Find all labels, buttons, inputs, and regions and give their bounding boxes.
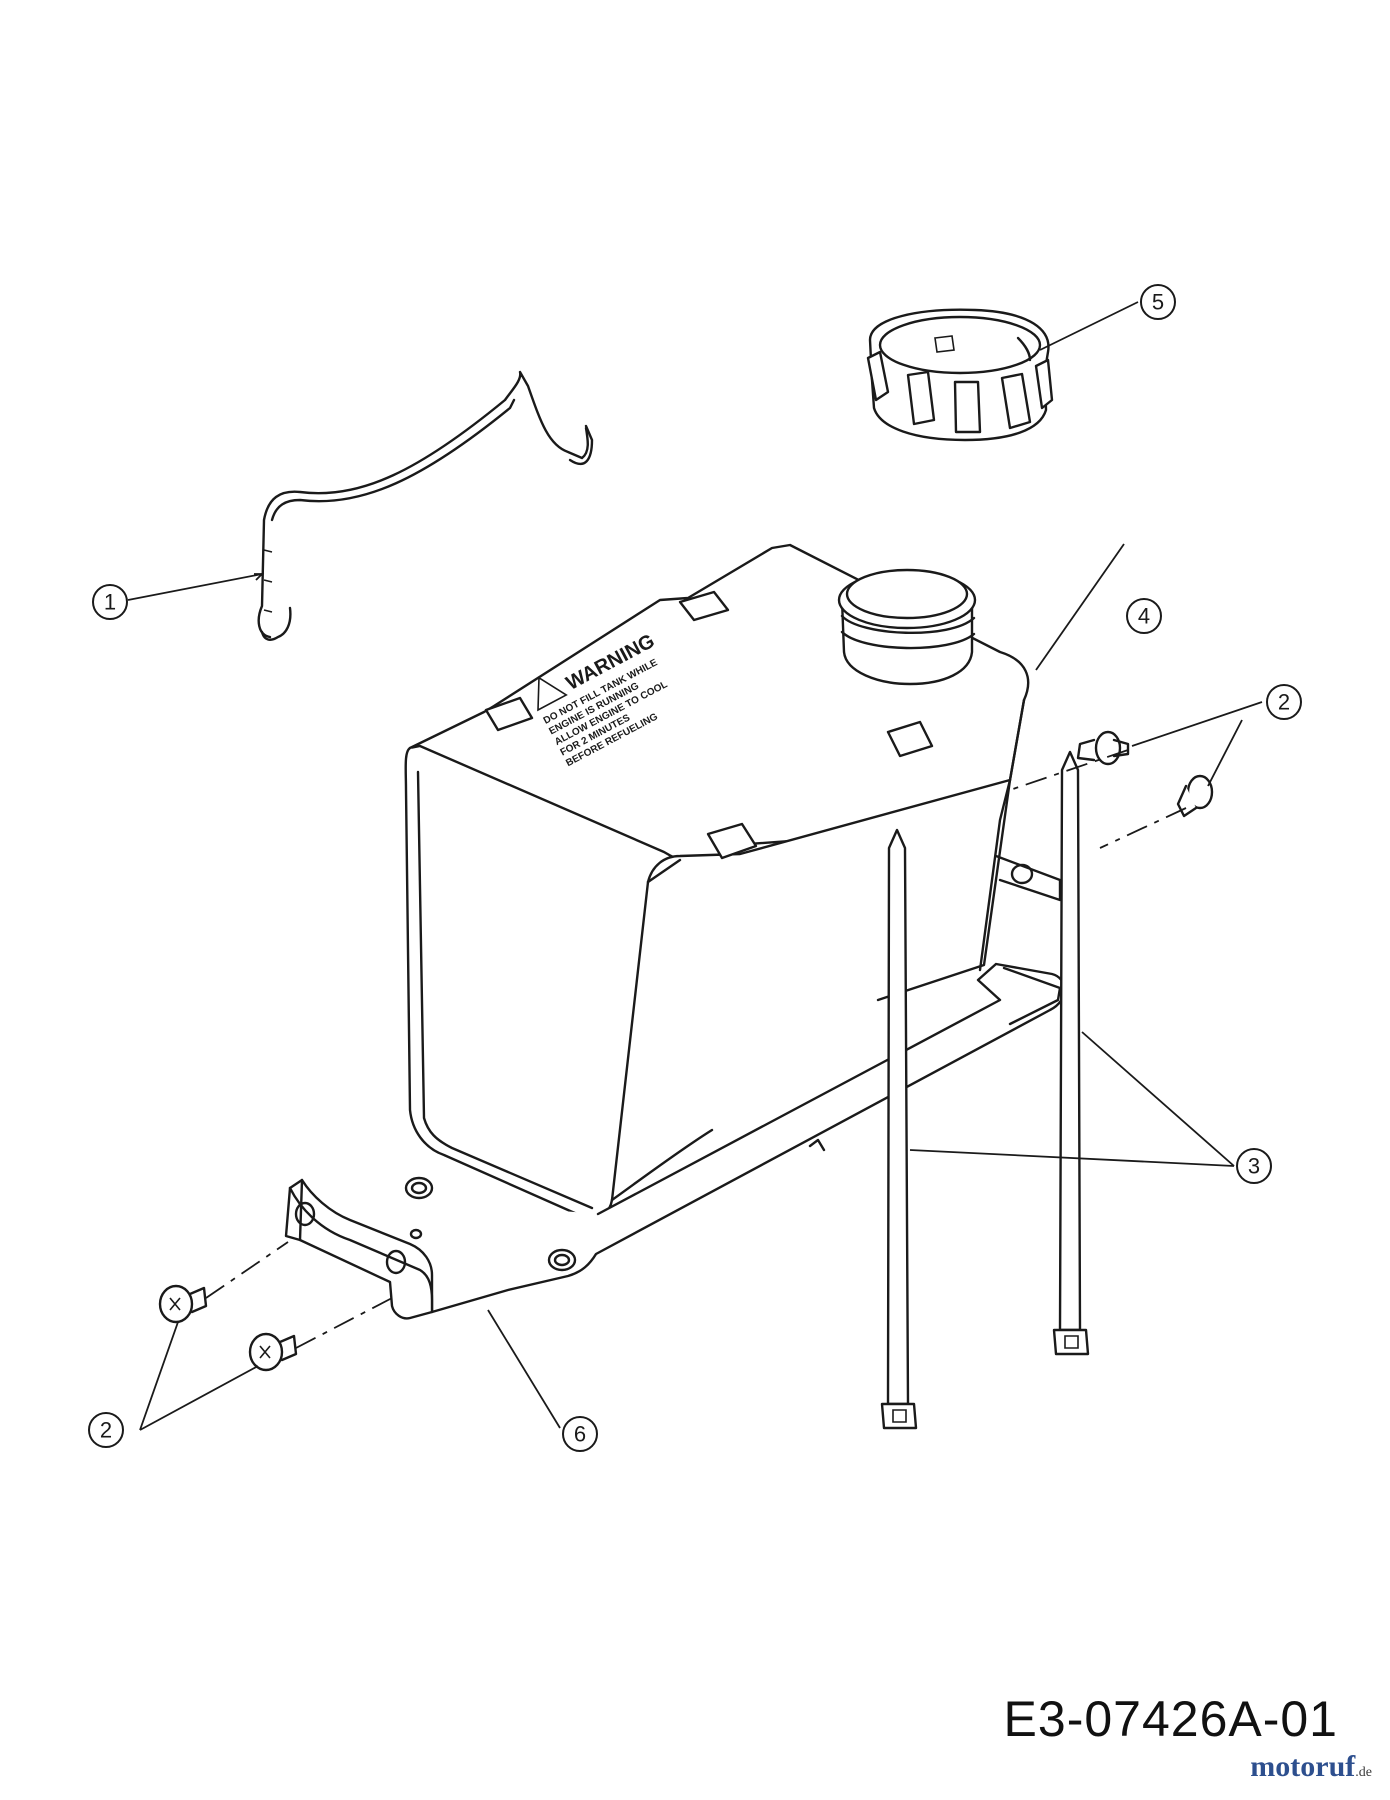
watermark-logo: motoruf.de (1250, 1750, 1372, 1784)
watermark-tld: .de (1355, 1765, 1372, 1780)
callout-2b-label: 2 (100, 1418, 112, 1443)
screw-bottom-1 (158, 1284, 208, 1324)
drawing-number: E3-07426A-01 (1003, 1691, 1338, 1747)
callout-4[interactable]: 4 (1126, 598, 1162, 634)
cable-tie-right (1052, 750, 1090, 1356)
screw-top-1 (1076, 730, 1130, 766)
callout-3-label: 3 (1248, 1154, 1260, 1179)
callout-1-label: 1 (104, 590, 116, 615)
leaders (127, 301, 1263, 1431)
callout-6[interactable]: 6 (562, 1416, 598, 1452)
callout-6-label: 6 (574, 1422, 586, 1447)
callout-5[interactable]: 5 (1140, 284, 1176, 320)
fuel-line-part (257, 370, 594, 641)
screw-bottom-2 (248, 1332, 298, 1372)
fuel-tank-part: WARNING DO NOT FILL TANK WHILE ENGINE IS… (404, 543, 1030, 1221)
fuel-cap-part (866, 308, 1054, 442)
cable-tie-left (880, 828, 918, 1430)
watermark-name: motoruf (1250, 1750, 1356, 1783)
callout-2b[interactable]: 2 (88, 1412, 124, 1448)
callout-2a[interactable]: 2 (1266, 684, 1302, 720)
callout-3[interactable]: 3 (1236, 1148, 1272, 1184)
callout-2a-label: 2 (1278, 690, 1290, 715)
callout-1[interactable]: 1 (92, 584, 128, 620)
center-lines (205, 749, 1187, 1349)
callout-5-label: 5 (1152, 290, 1164, 315)
callout-4-label: 4 (1138, 604, 1150, 629)
